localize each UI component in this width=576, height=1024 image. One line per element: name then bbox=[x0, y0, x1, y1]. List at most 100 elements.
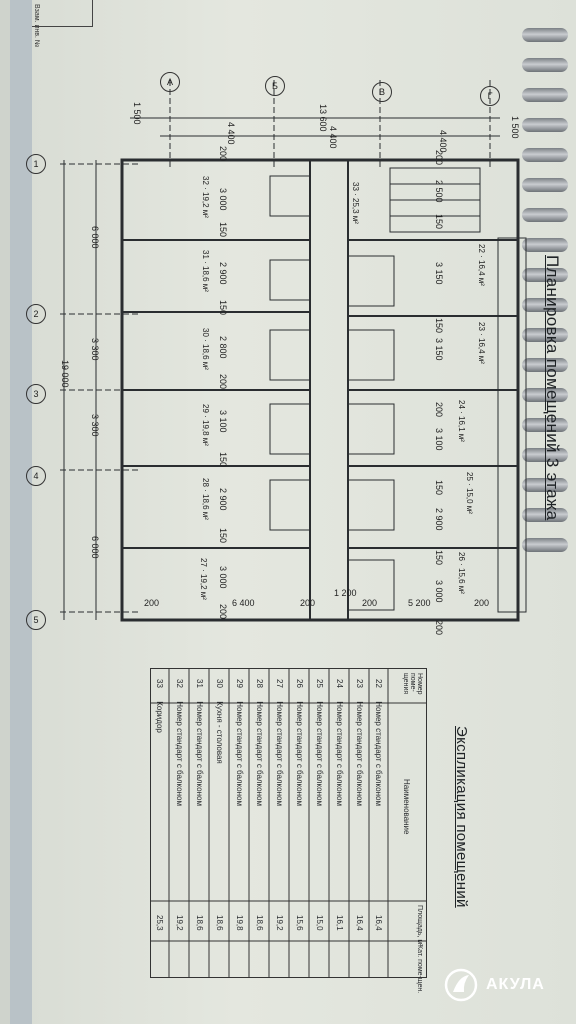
dim-inner-left-1: 3 000 bbox=[218, 188, 228, 211]
dim-inner-right-8: 150 bbox=[434, 480, 444, 496]
dim-corr-0: 200 bbox=[144, 598, 160, 608]
room-30: 30 · 18,6 м² bbox=[201, 328, 210, 370]
brand-name: АКУЛА bbox=[486, 976, 545, 993]
dim-inner-left-6: 200 bbox=[218, 374, 228, 390]
dim-top2-1: 4 400 bbox=[226, 122, 236, 145]
area-23: 16,4 bbox=[355, 915, 364, 931]
area-22: 16,4 bbox=[374, 915, 383, 931]
room-33: 33 · 25,3 м² bbox=[351, 182, 360, 224]
dim-bottom-3: 3 300 bbox=[90, 414, 100, 437]
dim-inner-left-9: 2 900 bbox=[218, 488, 228, 511]
dim-inner-left-7: 3 100 bbox=[218, 410, 228, 433]
explication-title: Экспликация помещений bbox=[453, 726, 470, 908]
axis-b: Б bbox=[265, 76, 285, 96]
dim-inner-right-1: 2 500 bbox=[434, 180, 444, 203]
dim-inner-right-9: 2 900 bbox=[434, 508, 444, 531]
axis-v: В bbox=[372, 82, 392, 102]
dim-inner-left-8: 150 bbox=[218, 452, 228, 468]
dim-inner-right-7: 3 100 bbox=[434, 428, 444, 451]
table-grid bbox=[151, 669, 426, 977]
row-22: 22 Номер стандарт с балконом bbox=[374, 679, 383, 806]
dim-inner-left-4: 150 bbox=[218, 300, 228, 316]
header-name: Наименование bbox=[402, 779, 411, 835]
dim-inner-right-2: 150 bbox=[434, 214, 444, 230]
room-23: 23 · 16,4 м² bbox=[477, 322, 486, 364]
dim-inner-right-10: 150 bbox=[434, 550, 444, 566]
sheet-edge bbox=[10, 0, 32, 1024]
dim-inner-right-0: 200 bbox=[434, 150, 444, 166]
area-25: 15,0 bbox=[315, 915, 324, 931]
area-33: 25,3 bbox=[155, 915, 164, 931]
dim-top-3: 1 500 bbox=[510, 116, 520, 139]
dim-corr-1: 6 400 bbox=[232, 598, 255, 608]
row-31: 31 Номер стандарт с балконом bbox=[195, 679, 204, 806]
room-29: 29 · 19,8 м² bbox=[201, 404, 210, 446]
dim-inner-left-3: 2 900 bbox=[218, 262, 228, 285]
dim-inner-right-12: 200 bbox=[434, 620, 444, 636]
dim-top-1: 1 500 bbox=[132, 102, 142, 125]
dim-inner-right-11: 3 000 bbox=[434, 580, 444, 603]
axis-5: 5 bbox=[26, 610, 46, 630]
dim-top2-2: 4 400 bbox=[328, 126, 338, 149]
dim-inner-right-3: 3 150 bbox=[434, 262, 444, 285]
room-31: 31 · 18,6 м² bbox=[201, 250, 210, 292]
plan-title: Планировка помещений 3 этажа bbox=[543, 255, 562, 521]
room-27: 27 · 19,2 м² bbox=[199, 558, 208, 600]
stamp-frame bbox=[32, 0, 93, 27]
dim-inner-left-12: 200 bbox=[218, 604, 228, 620]
dim-bottom-2: 3 300 bbox=[90, 338, 100, 361]
dim-top-2: 13 600 bbox=[318, 104, 328, 132]
explication-table: Номер поме-щения Наименование Площадь, м… bbox=[150, 668, 427, 993]
dim-inner-left-2: 150 bbox=[218, 222, 228, 238]
dim-inner-left-0: 200 bbox=[218, 146, 228, 162]
dim-inner-left-5: 2 800 bbox=[218, 336, 228, 359]
dim-inner-left-11: 3 000 bbox=[218, 566, 228, 589]
room-28: 28 · 18,6 м² bbox=[201, 478, 210, 520]
dim-total: 19 000 bbox=[60, 360, 70, 388]
dim-corr-3: 1 200 bbox=[334, 588, 357, 598]
axis-3: 3 bbox=[26, 384, 46, 404]
spiral-binding bbox=[522, 0, 576, 1024]
room-32: 32 · 19,2 м² bbox=[201, 176, 210, 218]
row-27: 27 Номер стандарт с балконом bbox=[275, 679, 284, 806]
row-30: 30 Кухня - столовая bbox=[215, 679, 224, 764]
row-25: 25 Номер стандарт с балконом bbox=[315, 679, 324, 806]
area-30: 18,6 bbox=[215, 915, 224, 931]
dim-corr-2: 200 bbox=[300, 598, 316, 608]
row-33: 33 Коридор bbox=[155, 679, 164, 733]
dim-inner-right-5: 3 150 bbox=[434, 338, 444, 361]
area-28: 18,6 bbox=[255, 915, 264, 931]
room-24: 24 · 16,1 м² bbox=[457, 400, 466, 442]
area-29: 19,8 bbox=[235, 915, 244, 931]
dim-corr-4: 200 bbox=[362, 598, 378, 608]
area-32: 19,2 bbox=[175, 915, 184, 931]
axis-g: Г bbox=[480, 86, 500, 106]
dim-inner-right-4: 150 bbox=[434, 318, 444, 334]
dim-corr-6: 200 bbox=[474, 598, 490, 608]
axis-1: 1 bbox=[26, 154, 46, 174]
row-28: 28 Номер стандарт с балконом bbox=[255, 679, 264, 806]
shark-fin-icon bbox=[444, 968, 478, 1002]
room-26: 26 · 15,6 м² bbox=[457, 552, 466, 594]
dim-bottom-1: 6 000 bbox=[90, 226, 100, 249]
row-23: 23 Номер стандарт с балконом bbox=[355, 679, 364, 806]
row-29: 29 Номер стандарт с балконом bbox=[235, 679, 244, 806]
dim-inner-left-10: 150 bbox=[218, 528, 228, 544]
axis-2: 2 bbox=[26, 304, 46, 324]
dim-inner-right-6: 200 bbox=[434, 402, 444, 418]
header-area: Площадь, м² bbox=[416, 905, 423, 947]
axis-a: А bbox=[160, 72, 180, 92]
brand-watermark: АКУЛА bbox=[444, 960, 554, 1010]
drawing-sheet: Взам. инв. № bbox=[10, 0, 576, 1024]
axis-4: 4 bbox=[26, 466, 46, 486]
row-26: 26 Номер стандарт с балконом bbox=[295, 679, 304, 806]
area-24: 16,1 bbox=[335, 915, 344, 931]
row-24: 24 Номер стандарт с балконом bbox=[335, 679, 344, 806]
dim-bottom-4: 6 000 bbox=[90, 536, 100, 559]
header-cat: Кат. поме-щен. bbox=[416, 945, 423, 994]
dim-corr-5: 5 200 bbox=[408, 598, 431, 608]
header-num: Номер поме-щения bbox=[402, 673, 423, 695]
room-22: 22 · 16,4 м² bbox=[477, 244, 486, 286]
area-27: 19,2 bbox=[275, 915, 284, 931]
